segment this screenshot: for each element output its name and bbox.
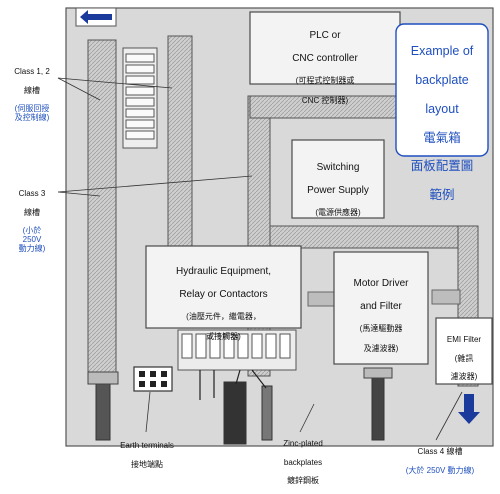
zinc-en: Zinc-plated xyxy=(283,439,323,449)
md-line-2: and Filter xyxy=(360,300,402,312)
cable-left xyxy=(95,377,111,441)
title-line-2: backplate xyxy=(415,73,469,88)
cable-center-small xyxy=(261,385,273,441)
zinc-zh: 鍍鋅鋼板 xyxy=(287,475,319,485)
emi-filter-box xyxy=(435,317,493,385)
title-line-1: Example of xyxy=(410,44,474,59)
leader-class3-a xyxy=(57,191,101,197)
arrow-down-icon xyxy=(458,394,480,424)
class4-en: Class 4 線槽 xyxy=(417,447,463,457)
plc-line-2: CNC controller xyxy=(292,52,358,64)
class4-note: (大於 250V 動力線) xyxy=(405,465,475,475)
earth-en: Earth terminals xyxy=(120,441,174,451)
power-supply-box xyxy=(291,139,385,219)
leader-class3-b xyxy=(57,175,253,193)
earth-terminal-block xyxy=(133,366,173,392)
class3-note: (小於 250V 動力線) xyxy=(18,225,46,254)
title-line-6: 範例 xyxy=(429,188,455,203)
class12-note: (伺服回授 及控制線) xyxy=(14,103,50,123)
plc-label: PLC or CNC controller (可程式控制器或 CNC 控制器) xyxy=(250,18,400,117)
ps-line-1: Switching xyxy=(316,161,360,173)
plc-box xyxy=(249,11,401,85)
class4-label: Class 4 線槽 (大於 250V 動力線) xyxy=(384,438,496,484)
emi-line-2: (雜訊 xyxy=(454,353,474,363)
title-line-5: 面板配置圖 xyxy=(410,159,474,174)
plc-line-1: PLC or xyxy=(309,29,341,41)
cable-gland-left xyxy=(87,371,119,385)
class3-en: Class 3 xyxy=(18,189,46,199)
class3-label: Class 3 線槽 (小於 250V 動力線) xyxy=(2,180,62,263)
duct-class12-left xyxy=(87,39,117,381)
hydraulic-box xyxy=(145,245,302,329)
leader-earth xyxy=(145,391,151,433)
class12-en: Class 1, 2 xyxy=(14,67,50,77)
class12-label: Class 1, 2 線槽 (伺服回授 及控制線) xyxy=(2,58,62,132)
plc-line-4: CNC 控制器) xyxy=(301,96,349,106)
motor-driver-box xyxy=(333,251,429,365)
hyd-line-4: 或接觸器) xyxy=(206,332,241,342)
leader-class12-b xyxy=(57,77,173,89)
hyd-line-2: Relay or Contactors xyxy=(179,288,268,300)
leader-class12-a xyxy=(57,77,101,101)
zinc-plated-label: Zinc-plated backplates 鍍鋅鋼板 xyxy=(268,430,338,494)
duct-class12-center xyxy=(167,35,193,262)
cable-motor xyxy=(371,371,385,441)
emi-line-1: EMI Filter xyxy=(446,335,482,345)
title-line-4: 電氣箱 xyxy=(423,130,461,145)
diagram-graphics xyxy=(57,7,494,447)
class12-zh: 線槽 xyxy=(24,85,40,95)
cable-center xyxy=(223,381,247,445)
duct-middle-horizontal xyxy=(269,225,471,249)
md-line-1: Motor Driver xyxy=(353,277,409,289)
cable-gland-motor xyxy=(363,367,393,379)
plc-line-3: (可程式控制器或 xyxy=(295,75,355,85)
title-line-3: layout xyxy=(425,101,459,116)
emi-line-3: 濾波器) xyxy=(450,371,478,381)
backplate-layout-diagram: Class 1, 2 線槽 (伺服回授 及控制線) Class 3 線槽 (小於… xyxy=(2,7,494,485)
motor-driver-label: Motor Driver and Filter (馬達驅動器 及濾波器) xyxy=(334,266,428,365)
duct-connector-right xyxy=(431,289,461,305)
power-supply-label: Switching Power Supply (電源供應器) xyxy=(292,150,384,228)
ps-line-3: (電源供應器) xyxy=(315,207,361,217)
title-callout xyxy=(395,23,489,157)
leader-zinc xyxy=(299,403,315,433)
arrow-left-icon xyxy=(80,10,112,24)
zinc-en2: backplates xyxy=(283,457,323,467)
earth-terminals-label: Earth terminals 接地端點 xyxy=(102,432,192,478)
emi-filter-label: EMI Filter (雜訊 濾波器) xyxy=(436,326,492,390)
hyd-line-3: (油壓元件，繼電器， xyxy=(186,311,261,321)
ps-line-2: Power Supply xyxy=(307,184,369,196)
hyd-line-1: Hydraulic Equipment, xyxy=(175,265,272,277)
title-label: Example of backplate layout 電氣箱 面板配置圖 範例 xyxy=(396,30,488,217)
hydraulic-label: Hydraulic Equipment, Relay or Contactors… xyxy=(146,254,301,353)
class3-zh: 線槽 xyxy=(24,207,40,217)
md-line-3: (馬達驅動器 xyxy=(359,323,403,333)
md-line-4: 及濾波器) xyxy=(363,344,399,354)
earth-zh: 接地端點 xyxy=(131,459,163,469)
leader-class4 xyxy=(435,391,463,441)
